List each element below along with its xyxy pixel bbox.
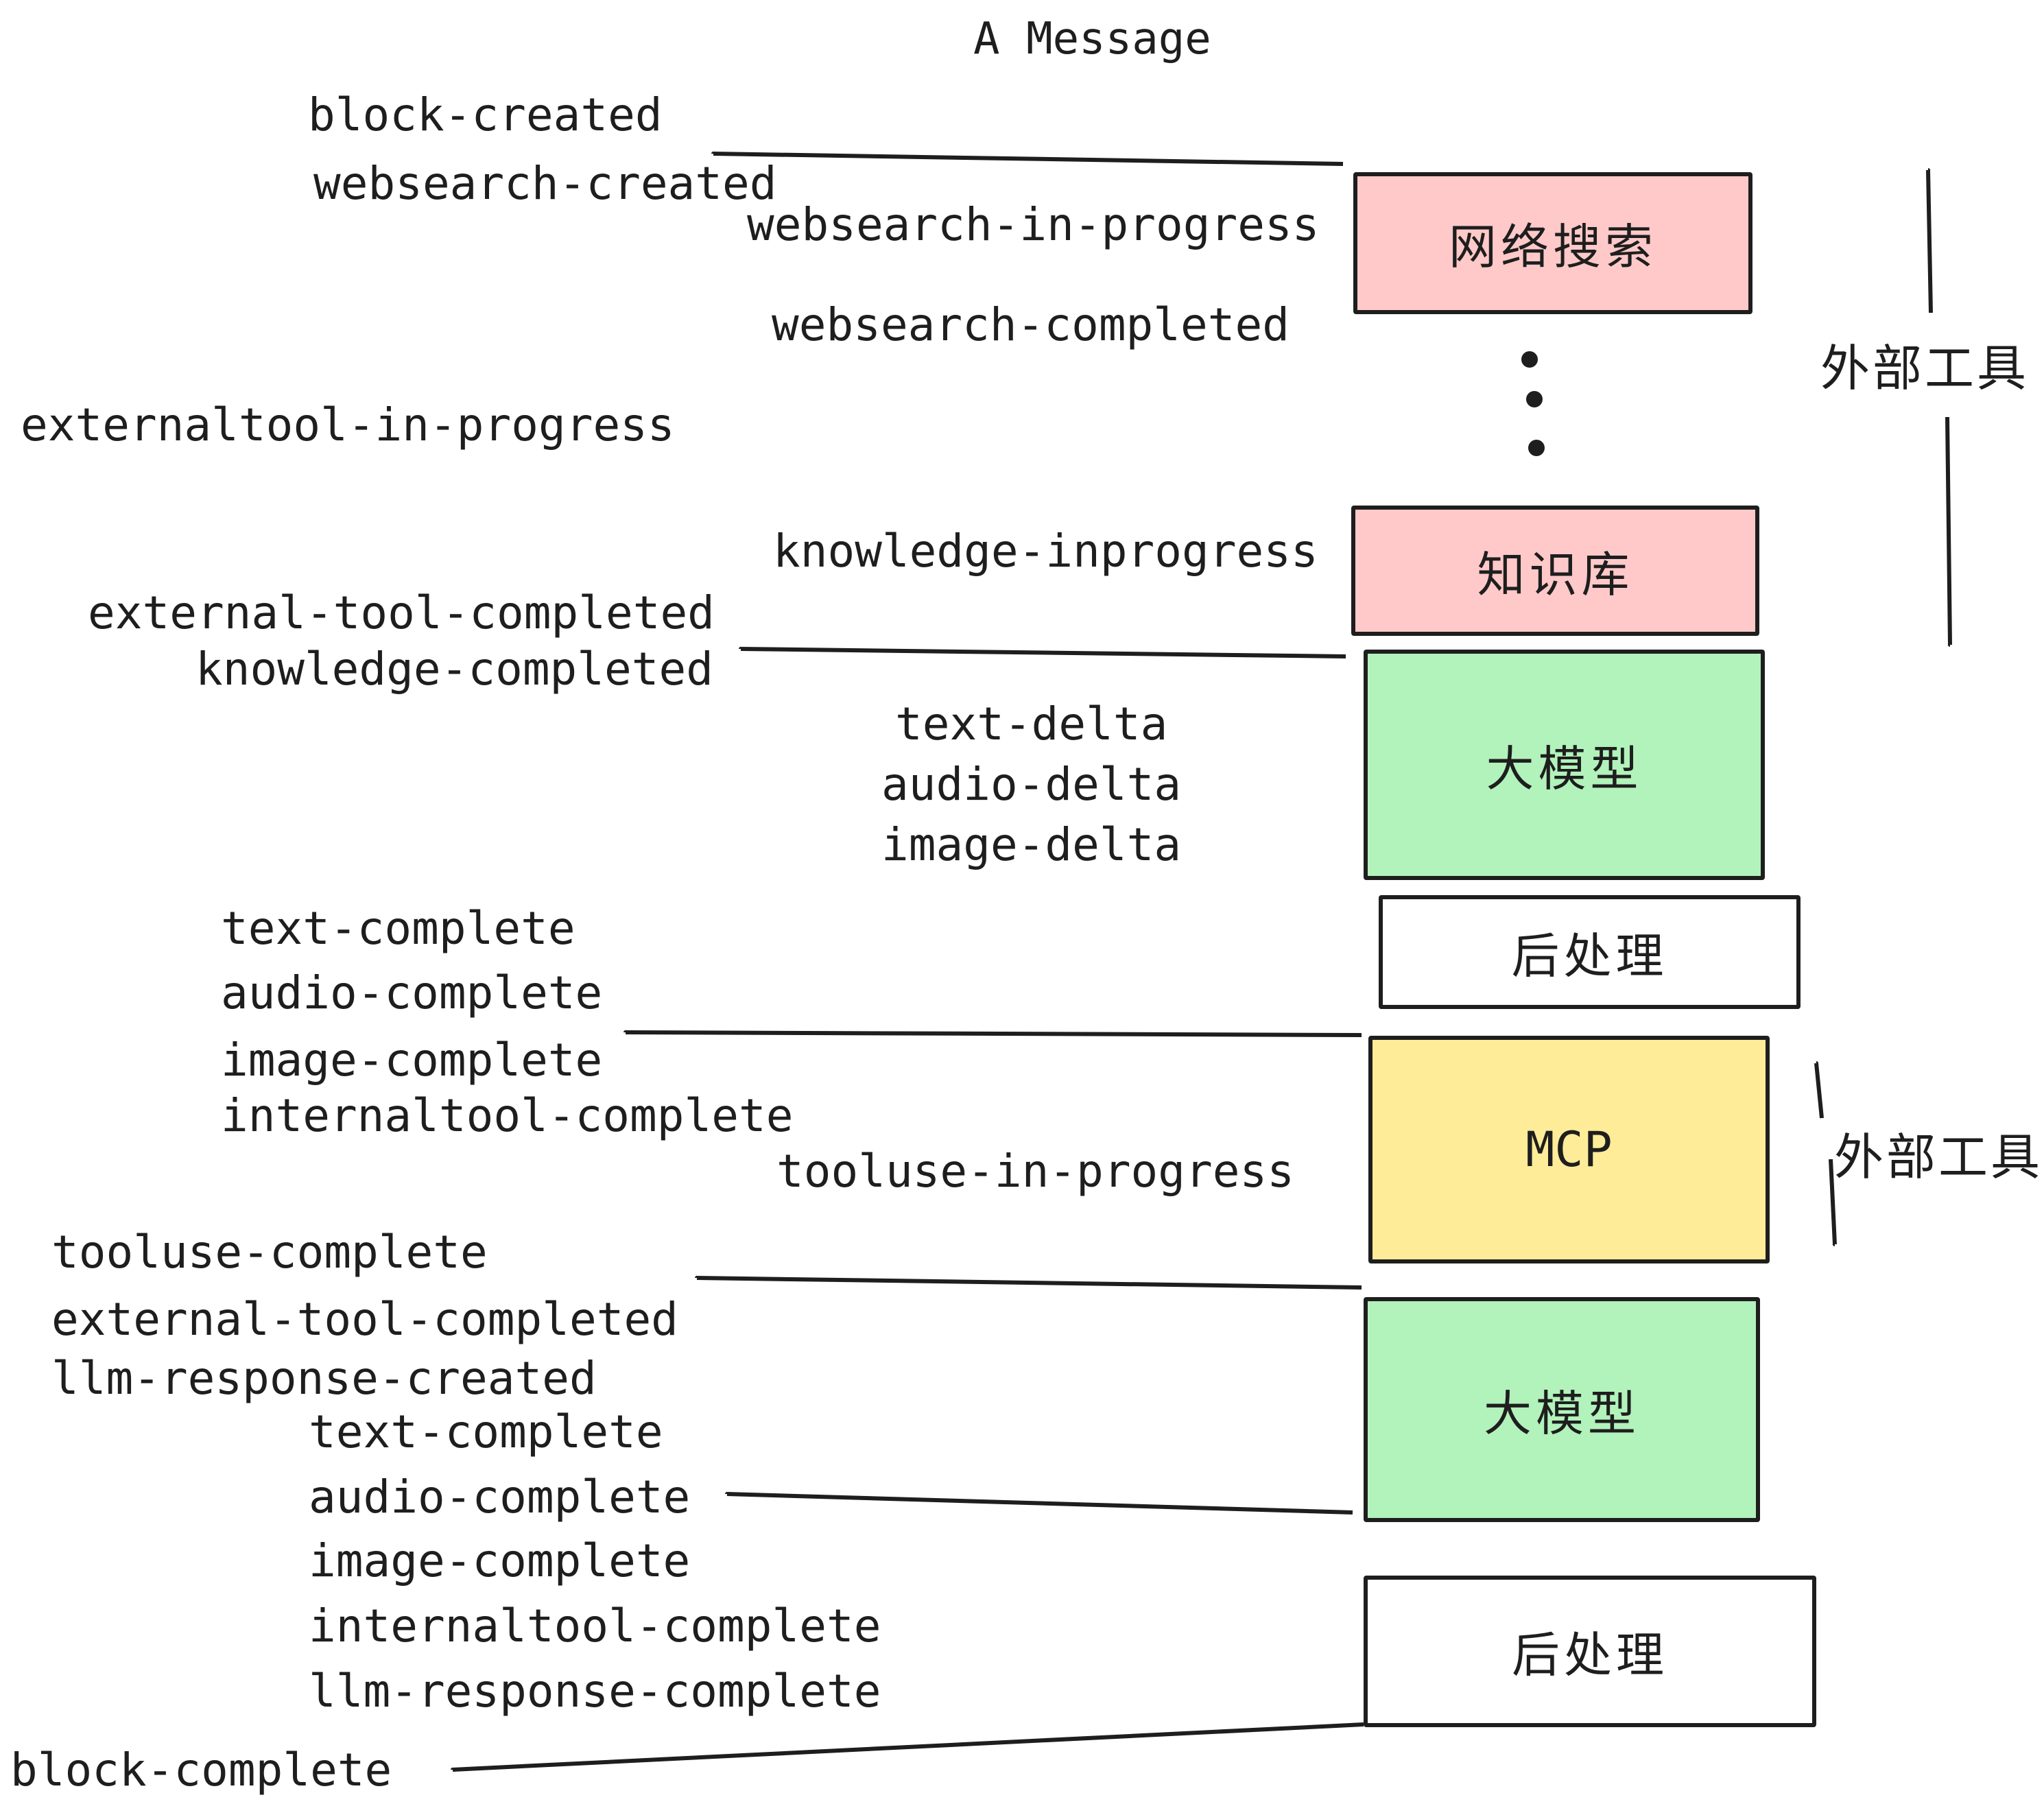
node-llm-1-label: 大模型	[1486, 741, 1643, 796]
node-mcp-label: MCP	[1525, 1121, 1613, 1178]
node-llm-1: 大模型	[1364, 650, 1765, 880]
event-llm-response-complete: llm-response-complete	[309, 1665, 881, 1718]
external-tools-down-arrow	[1947, 416, 1952, 645]
event-knowledge-completed: knowledge-completed	[195, 643, 713, 696]
arrow-to-knowledge-completed	[741, 649, 1346, 658]
external-tools-up-arrow	[1926, 170, 1931, 313]
node-postprocess-2: 后处理	[1364, 1576, 1816, 1727]
event-externaltool-in-progress: externaltool-in-progress	[21, 399, 675, 451]
event-audio-delta-1: audio-delta	[881, 758, 1182, 811]
event-block-created: block-created	[308, 88, 663, 141]
event-image-complete-2: image-complete	[309, 1534, 691, 1587]
event-audio-complete-2: audio-complete	[309, 1471, 691, 1523]
node-llm-2-label: 大模型	[1484, 1386, 1640, 1440]
external-tools-label-mid: 外部工具	[1834, 1130, 2043, 1185]
event-text-delta-1: text-delta	[895, 698, 1168, 750]
event-llm-response-created: llm-response-created	[51, 1352, 597, 1405]
node-websearch-label: 网络搜索	[1449, 220, 1657, 274]
node-llm-2: 大模型	[1364, 1297, 1760, 1522]
event-block-complete: block-complete	[10, 1744, 392, 1796]
node-mcp: MCP	[1368, 1036, 1770, 1263]
arrow-to-websearch-created	[713, 154, 1344, 166]
node-knowledge: 知识库	[1351, 506, 1759, 636]
event-knowledge-inprogress: knowledge-inprogress	[773, 525, 1318, 578]
arrow-to-image-complete	[626, 1032, 1362, 1037]
event-internaltool-complete-2: internaltool-complete	[309, 1600, 881, 1652]
event-text-complete-2: text-complete	[309, 1405, 663, 1458]
node-postprocess-1: 后处理	[1379, 895, 1801, 1009]
node-knowledge-label: 知识库	[1477, 547, 1634, 602]
node-postprocess-2-label: 后处理	[1512, 1628, 1668, 1682]
event-websearch-created: websearch-created	[313, 157, 777, 210]
event-tooluse-in-progress: tooluse-in-progress	[776, 1145, 1294, 1198]
arrow-to-block-complete	[453, 1722, 1364, 1770]
page-title: A Message	[973, 14, 1211, 64]
mcp-up-arrow	[1816, 1063, 1822, 1119]
event-text-complete-1: text-complete	[221, 902, 575, 955]
ellipsis-dot	[1521, 351, 1538, 368]
event-websearch-completed: websearch-completed	[772, 298, 1290, 351]
external-tools-label-top: 外部工具	[1820, 342, 2030, 396]
ellipsis-dot	[1526, 391, 1543, 407]
event-audio-complete-1: audio-complete	[221, 966, 603, 1019]
ellipsis-dot	[1528, 440, 1545, 456]
arrow-to-tooluse-complete	[697, 1278, 1362, 1290]
event-image-delta-1: image-delta	[881, 818, 1182, 871]
event-external-tool-completed-2: external-tool-completed	[51, 1293, 678, 1346]
node-websearch: 网络搜索	[1353, 172, 1752, 314]
event-websearch-in-progress: websearch-in-progress	[747, 198, 1320, 251]
arrow-to-audio-complete	[727, 1494, 1353, 1515]
event-external-tool-completed: external-tool-completed	[88, 586, 715, 639]
node-postprocess-1-label: 后处理	[1511, 929, 1668, 983]
event-tooluse-complete: tooluse-complete	[51, 1226, 488, 1279]
event-internaltool-complete-1: internaltool-complete	[221, 1089, 794, 1142]
event-image-complete-1: image-complete	[221, 1034, 603, 1087]
